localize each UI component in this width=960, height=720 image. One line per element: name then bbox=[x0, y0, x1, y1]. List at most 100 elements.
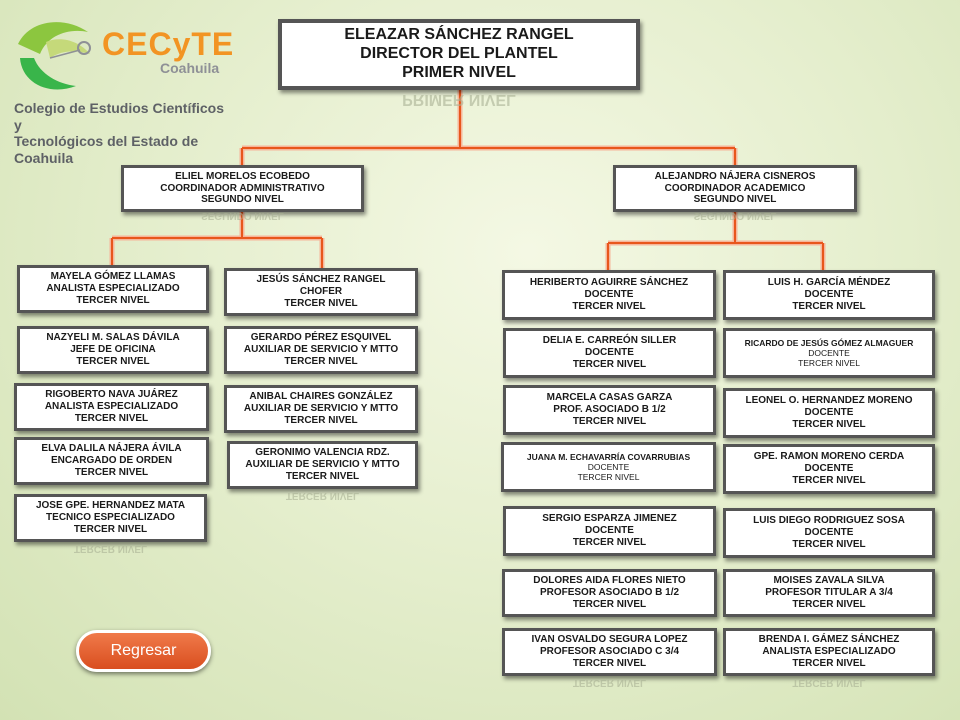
node-name: MOISES ZAVALA SILVA bbox=[773, 575, 885, 587]
node-staff: LEONEL O. HERNANDEZ MORENO DOCENTE TERCE… bbox=[723, 388, 935, 438]
node-name: MARCELA CASAS GARZA bbox=[546, 392, 673, 404]
node-role: DOCENTE bbox=[804, 289, 854, 301]
node-role: DOCENTE bbox=[804, 463, 854, 475]
node-level: TERCER NIVEL bbox=[76, 355, 150, 367]
node-coordinator-academic: ALEJANDRO NÁJERA CISNEROS COORDINADOR AC… bbox=[613, 165, 857, 212]
node-name: JOSE GPE. HERNANDEZ MATA bbox=[35, 500, 186, 512]
node-staff: BRENDA I. GÁMEZ SÁNCHEZ ANALISTA ESPECIA… bbox=[723, 628, 935, 676]
node-level: TERCER NIVEL bbox=[74, 412, 149, 424]
node-reflection: TERCER NIVEL bbox=[73, 544, 148, 554]
node-level: TERCER NIVEL bbox=[284, 414, 358, 426]
node-role: ENCARGADO DE ORDEN bbox=[50, 455, 173, 467]
node-reflection: SEGUNDO NIVEL bbox=[693, 213, 777, 221]
node-level: SEGUNDO NIVEL bbox=[693, 194, 777, 206]
node-level: TERCER NIVEL bbox=[572, 300, 646, 312]
node-reflection: TERCER NIVEL bbox=[572, 678, 647, 688]
node-staff: MOISES ZAVALA SILVA PROFESOR TITULAR A 3… bbox=[723, 569, 935, 617]
node-role: PROFESOR ASOCIADO B 1/2 bbox=[539, 587, 680, 599]
node-role: DOCENTE bbox=[584, 289, 634, 301]
node-name: HERIBERTO AGUIRRE SÁNCHEZ bbox=[529, 277, 689, 289]
node-role: DOCENTE bbox=[585, 525, 634, 537]
institution-name-line1: Colegio de Estudios Científicos y bbox=[14, 100, 225, 133]
node-name: RICARDO DE JESÚS GÓMEZ ALMAGUER bbox=[744, 337, 914, 348]
node-name: MAYELA GÓMEZ LLAMAS bbox=[50, 271, 176, 283]
node-staff: RICARDO DE JESÚS GÓMEZ ALMAGUER DOCENTE … bbox=[723, 328, 935, 378]
institution-name-line2: Tecnológicos del Estado de Coahuila bbox=[14, 133, 199, 166]
node-name: JESÚS SÁNCHEZ RANGEL bbox=[256, 274, 386, 286]
node-staff: GERONIMO VALENCIA RDZ. AUXILIAR DE SERVI… bbox=[227, 441, 418, 489]
node-name: DOLORES AIDA FLORES NIETO bbox=[533, 575, 686, 587]
node-role: DOCENTE bbox=[804, 527, 854, 539]
node-level: TERCER NIVEL bbox=[285, 470, 360, 482]
node-level: TERCER NIVEL bbox=[792, 418, 866, 430]
node-level: PRIMER NIVEL bbox=[402, 63, 516, 81]
node-name: ELIEL MORELOS ECOBEDO bbox=[175, 170, 310, 182]
node-level: TERCER NIVEL bbox=[572, 598, 647, 610]
node-role: DIRECTOR DEL PLANTEL bbox=[360, 45, 558, 63]
node-role: PROFESOR TITULAR A 3/4 bbox=[765, 587, 893, 599]
node-coordinator-admin: ELIEL MORELOS ECOBEDO COORDINADOR ADMINI… bbox=[121, 165, 364, 212]
node-name: ELVA DALILA NÁJERA ÁVILA bbox=[41, 443, 182, 455]
node-role: AUXILIAR DE SERVICIO Y MTTO bbox=[243, 403, 399, 415]
node-name: DELIA E. CARREÓN SILLER bbox=[542, 335, 677, 347]
node-staff: IVAN OSVALDO SEGURA LOPEZ PROFESOR ASOCI… bbox=[502, 628, 717, 676]
node-level: TERCER NIVEL bbox=[572, 657, 647, 669]
node-role: JEFE DE OFICINA bbox=[70, 344, 156, 356]
node-level: TERCER NIVEL bbox=[284, 355, 358, 367]
node-name: ELEAZAR SÁNCHEZ RANGEL bbox=[344, 26, 574, 44]
node-staff: SERGIO ESPARZA JIMENEZ DOCENTE TERCER NI… bbox=[503, 506, 716, 556]
node-level: SEGUNDO NIVEL bbox=[201, 194, 284, 206]
node-name: LEONEL O. HERNANDEZ MORENO bbox=[745, 395, 913, 407]
node-name: IVAN OSVALDO SEGURA LOPEZ bbox=[531, 634, 688, 646]
node-staff: LUIS DIEGO RODRIGUEZ SOSA DOCENTE TERCER… bbox=[723, 508, 935, 558]
node-role: ANALISTA ESPECIALIZADO bbox=[762, 646, 896, 658]
node-role: PROF. ASOCIADO B 1/2 bbox=[553, 404, 666, 416]
node-staff: MAYELA GÓMEZ LLAMAS ANALISTA ESPECIALIZA… bbox=[17, 265, 209, 313]
logo-state: Coahuila bbox=[160, 60, 220, 76]
logo-brand: CECyTE bbox=[102, 26, 235, 62]
node-level: TERCER NIVEL bbox=[76, 294, 150, 306]
node-name: BRENDA I. GÁMEZ SÁNCHEZ bbox=[758, 634, 900, 646]
node-level: TERCER NIVEL bbox=[798, 358, 860, 368]
node-staff: DOLORES AIDA FLORES NIETO PROFESOR ASOCI… bbox=[502, 569, 717, 617]
node-staff: GERARDO PÉREZ ESQUIVEL AUXILIAR DE SERVI… bbox=[224, 326, 418, 374]
node-role: ANALISTA ESPECIALIZADO bbox=[44, 401, 179, 413]
node-staff: HERIBERTO AGUIRRE SÁNCHEZ DOCENTE TERCER… bbox=[502, 270, 716, 320]
node-name: ALEJANDRO NÁJERA CISNEROS bbox=[654, 170, 816, 182]
node-role: ANALISTA ESPECIALIZADO bbox=[46, 283, 180, 295]
node-name: LUIS H. GARCÍA MÉNDEZ bbox=[767, 277, 891, 289]
node-level: TERCER NIVEL bbox=[792, 657, 866, 669]
node-name: GERARDO PÉREZ ESQUIVEL bbox=[250, 332, 392, 344]
node-staff: MARCELA CASAS GARZA PROF. ASOCIADO B 1/2… bbox=[503, 385, 716, 435]
node-level: TERCER NIVEL bbox=[792, 474, 866, 486]
node-level: TERCER NIVEL bbox=[792, 300, 866, 312]
node-staff: DELIA E. CARREÓN SILLER DOCENTE TERCER N… bbox=[503, 328, 716, 378]
node-name: ANIBAL CHAIRES GONZÁLEZ bbox=[249, 391, 393, 403]
node-name: SERGIO ESPARZA JIMENEZ bbox=[542, 513, 677, 525]
node-level: TERCER NIVEL bbox=[572, 415, 647, 427]
node-level: TERCER NIVEL bbox=[792, 598, 866, 610]
node-staff: JOSE GPE. HERNANDEZ MATA TECNICO ESPECIA… bbox=[14, 494, 207, 542]
node-staff: ANIBAL CHAIRES GONZÁLEZ AUXILIAR DE SERV… bbox=[224, 385, 418, 433]
node-name: LUIS DIEGO RODRIGUEZ SOSA bbox=[753, 515, 905, 527]
node-role: AUXILIAR DE SERVICIO Y MTTO bbox=[243, 344, 399, 356]
node-reflection: TERCER NIVEL bbox=[792, 678, 866, 688]
node-level: TERCER NIVEL bbox=[792, 538, 866, 550]
node-role: CHOFER bbox=[299, 286, 343, 298]
node-level: TERCER NIVEL bbox=[577, 472, 640, 482]
back-button[interactable]: Regresar bbox=[76, 630, 211, 672]
node-role: DOCENTE bbox=[808, 347, 850, 358]
node-staff: LUIS H. GARCÍA MÉNDEZ DOCENTE TERCER NIV… bbox=[723, 270, 935, 320]
institution-name: Colegio de Estudios Científicos y Tecnol… bbox=[14, 100, 234, 166]
node-level: TERCER NIVEL bbox=[572, 358, 647, 370]
node-name: JUANA M. ECHAVARRÍA COVARRUBIAS bbox=[526, 451, 691, 462]
node-level: TERCER NIVEL bbox=[73, 523, 148, 535]
node-staff: ELVA DALILA NÁJERA ÁVILA ENCARGADO DE OR… bbox=[14, 437, 209, 485]
node-role: PROFESOR ASOCIADO C 3/4 bbox=[539, 646, 680, 658]
node-role: COORDINADOR ADMINISTRATIVO bbox=[160, 182, 325, 194]
node-staff: JESÚS SÁNCHEZ RANGEL CHOFER TERCER NIVEL bbox=[224, 268, 418, 316]
node-level: TERCER NIVEL bbox=[572, 536, 647, 548]
node-reflection: SEGUNDO NIVEL bbox=[201, 213, 284, 221]
node-staff: JUANA M. ECHAVARRÍA COVARRUBIAS DOCENTE … bbox=[501, 442, 716, 492]
node-reflection: TERCER NIVEL bbox=[285, 491, 360, 501]
